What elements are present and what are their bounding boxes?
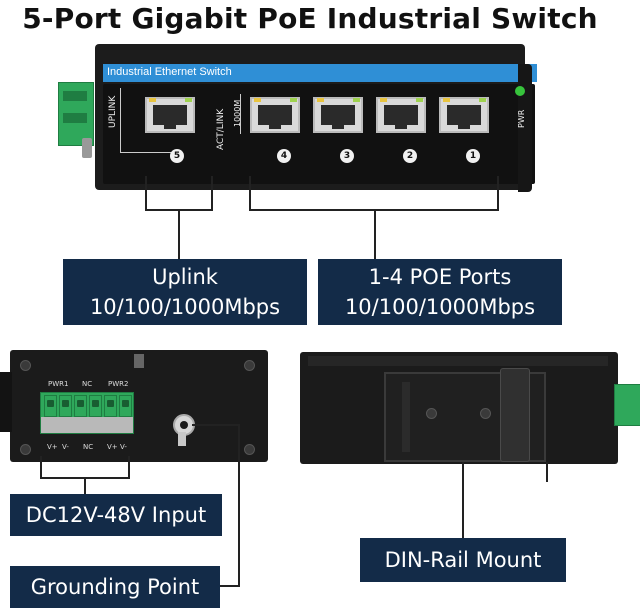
side-panel-edge [0,372,12,432]
uplink-callout: Uplink 10/100/1000Mbps [63,259,307,325]
actlink-label: ACT/LINK [216,108,226,150]
port-number-1: 1 [466,149,480,163]
dc-input-line-left [40,456,42,478]
led-green [185,98,192,102]
din-terminal-block [58,82,94,146]
v-minus-2: V- [120,443,127,451]
v-plus-1: V+ [47,443,58,451]
din-rail-terminal [614,384,640,426]
band-label: Industrial Ethernet Switch [107,66,232,78]
nc-bottom-label: NC [83,443,94,451]
pwr-label: PWR [517,109,526,128]
port-number-3: 3 [340,149,354,163]
din-screw-left [426,408,437,419]
port-number-4: 4 [277,149,291,163]
poe-port-4[interactable] [250,97,300,133]
din-rail-clip [384,368,546,462]
uplink-connector [178,210,180,260]
grounding-callout: Grounding Point [10,566,220,608]
poe-connector [374,210,376,260]
front-chassis-right-edge [518,64,532,192]
din-rail-callout: DIN-Rail Mount [360,538,566,582]
dc-input-line-right [128,456,130,478]
ground-screw [82,138,92,158]
poe-callout: 1-4 POE Ports 10/100/1000Mbps [318,259,562,325]
din-screw-right [480,408,491,419]
din-bracket-left [462,462,464,542]
ground-line-vertical [238,424,240,586]
power-terminal-block[interactable] [40,392,134,434]
poe-port-3[interactable] [313,97,363,133]
uplink-callout-line1: Uplink [152,265,218,289]
poe-bracket-right [497,176,499,210]
poe-port-1[interactable] [439,97,489,133]
rear-top-edge [308,356,608,366]
poe-callout-line2: 10/100/1000Mbps [344,295,536,319]
uplink-bracket-left [145,176,147,210]
v-plus-2: V+ [107,443,118,451]
pwr2-label: PWR2 [108,380,129,388]
dc-input-callout: DC12V-48V Input [10,494,222,536]
ground-line-horizontal [192,424,240,426]
vent-logo [134,354,144,368]
port-number-5: 5 [170,149,184,163]
led-yellow [149,98,156,102]
pwr-led [515,86,525,96]
page-title: 5-Port Gigabit PoE Industrial Switch [22,2,598,35]
v-minus-1: V- [62,443,69,451]
poe-port-2[interactable] [376,97,426,133]
poe-bracket-left [249,176,251,210]
uplink-port[interactable] [145,97,195,133]
nc-label: NC [82,380,93,388]
poe-callout-line1: 1-4 POE Ports [368,265,512,289]
port-number-2: 2 [403,149,417,163]
uplink-label: UPLINK [108,95,118,128]
uplink-bracket-right [211,176,213,210]
uplink-callout-line2: 10/100/1000Mbps [89,295,281,319]
ground-line-to-box [218,585,240,587]
din-bracket-right [546,462,548,482]
blue-label-band: Industrial Ethernet Switch [103,64,537,82]
dc-input-connector [84,478,86,496]
pwr1-label: PWR1 [48,380,69,388]
